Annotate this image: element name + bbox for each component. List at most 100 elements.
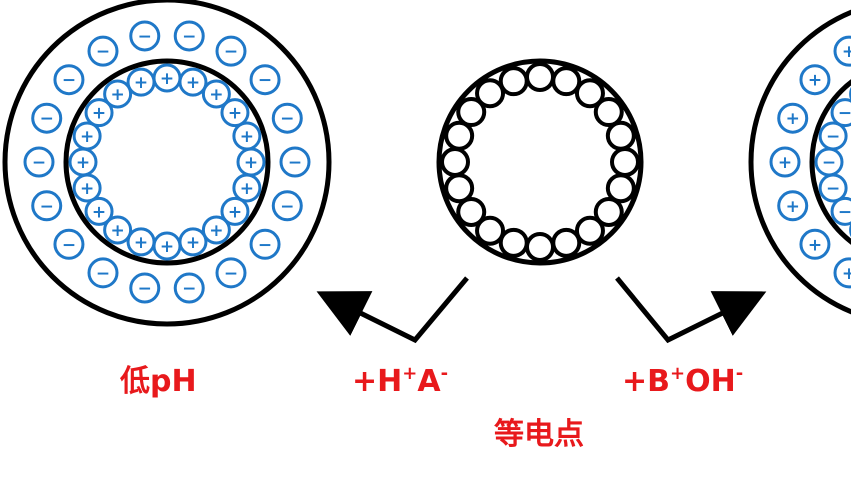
plus-sign: +: [842, 42, 851, 62]
negative-ion: −: [129, 272, 161, 304]
negative-ion: −: [31, 190, 63, 222]
minus-sign: −: [288, 153, 302, 173]
positive-ion: +: [84, 196, 114, 226]
isoelectric-particle: [436, 58, 644, 266]
plus-sign: +: [786, 197, 800, 217]
neutral-bead: [605, 120, 636, 151]
plus-sign: +: [160, 69, 174, 89]
negative-ion: −: [53, 64, 85, 96]
arrow-to-high-ph: [615, 276, 767, 344]
plus-sign: +: [842, 264, 851, 284]
high-ph-particle: −−−−−−−−−−−−−−−−−−−− ++++++++++++++++++: [748, 9, 851, 315]
outer-positive-ions: ++++++++++++++++++: [769, 35, 851, 289]
positive-ion: +: [201, 79, 231, 109]
minus-sign: −: [280, 109, 294, 129]
plus-sign: +: [240, 127, 254, 147]
positive-ion: +: [232, 121, 262, 151]
outer-shell: [748, 9, 851, 315]
plus-sign: +: [209, 221, 223, 241]
base-label: +B+OH-: [622, 364, 743, 399]
minus-sign: −: [62, 71, 76, 91]
outer-shell: [2, 0, 332, 327]
negative-ion: −: [173, 272, 205, 304]
acid-cation: +H: [352, 364, 403, 399]
neutral-bead: [593, 97, 624, 128]
plus-sign: +: [186, 73, 200, 93]
positive-ion: +: [769, 146, 801, 178]
plus-sign: +: [80, 127, 94, 147]
plus-sign: +: [92, 202, 106, 222]
inner-positive-ions: ++++++++++++++++++++: [68, 63, 266, 261]
plus-sign: +: [76, 153, 90, 173]
positive-ion: +: [236, 147, 266, 177]
minus-sign: −: [258, 71, 272, 91]
neutral-bead: [498, 227, 529, 258]
inner-core: [809, 79, 851, 245]
positive-ion: +: [799, 64, 831, 96]
negative-ion: −: [830, 98, 851, 128]
neutral-bead: [475, 78, 506, 109]
arrow-to-low-ph: [316, 276, 469, 344]
minus-sign: −: [838, 202, 851, 222]
positive-ion: +: [777, 102, 809, 134]
neutral-bead: [593, 196, 624, 227]
acid-anion: A: [417, 364, 441, 399]
low-ph-particle: ++++++++++++++++++++ −−−−−−−−−−−−−−−−−−: [2, 0, 332, 327]
neutral-bead: [605, 173, 636, 204]
inner-negative-ions: −−−−−−−−−−−−−−−−−−−−: [814, 86, 851, 238]
minus-sign: −: [280, 197, 294, 217]
acid-label: +H+A-: [352, 364, 448, 399]
positive-ion: +: [833, 257, 851, 289]
neutral-bead: [440, 147, 470, 177]
minus-sign: −: [182, 279, 196, 299]
positive-ion: +: [68, 147, 98, 177]
neutral-bead: [551, 66, 582, 97]
acid-anion-charge: -: [440, 363, 449, 384]
positive-ion: +: [220, 196, 250, 226]
minus-sign: −: [40, 109, 54, 129]
base-cation-charge: +: [670, 363, 686, 384]
plus-sign: +: [808, 235, 822, 255]
minus-sign: −: [224, 42, 238, 62]
positive-ion: +: [799, 228, 831, 260]
minus-sign: −: [62, 235, 76, 255]
neutral-bead: [574, 78, 605, 109]
neutral-bead: [525, 62, 555, 92]
neutral-bead: [444, 120, 475, 151]
minus-sign: −: [822, 153, 836, 173]
minus-sign: −: [182, 27, 196, 47]
positive-ion: +: [220, 98, 250, 128]
neutral-bead: [475, 215, 506, 246]
positive-ion: +: [72, 121, 102, 151]
low-ph-label: 低pH: [120, 364, 197, 399]
minus-sign: −: [826, 127, 840, 147]
plus-sign: +: [240, 179, 254, 199]
minus-sign: −: [96, 264, 110, 284]
outer-negative-ions: −−−−−−−−−−−−−−−−−−: [23, 20, 311, 304]
positive-ion: +: [84, 98, 114, 128]
negative-ion: −: [818, 121, 848, 151]
positive-ion: +: [178, 67, 208, 97]
positive-ion: +: [126, 67, 156, 97]
base-cation: +B: [622, 364, 671, 399]
neutral-bead: [574, 215, 605, 246]
positive-ion: +: [152, 63, 182, 93]
minus-sign: −: [258, 235, 272, 255]
plus-sign: +: [786, 109, 800, 129]
negative-ion: −: [249, 228, 281, 260]
negative-ion: −: [279, 146, 311, 178]
acid-cation-charge: +: [402, 363, 418, 384]
neutral-bead-ring: [440, 62, 640, 262]
minus-sign: −: [838, 104, 851, 124]
inner-core: [63, 58, 271, 266]
plus-sign: +: [92, 104, 106, 124]
neutral-bead: [610, 147, 640, 177]
minus-sign: −: [32, 153, 46, 173]
negative-ion: −: [215, 257, 247, 289]
negative-ion: −: [129, 20, 161, 52]
neutral-bead: [551, 227, 582, 258]
minus-sign: −: [96, 42, 110, 62]
negative-ion: −: [271, 102, 303, 134]
negative-ion: −: [31, 102, 63, 134]
